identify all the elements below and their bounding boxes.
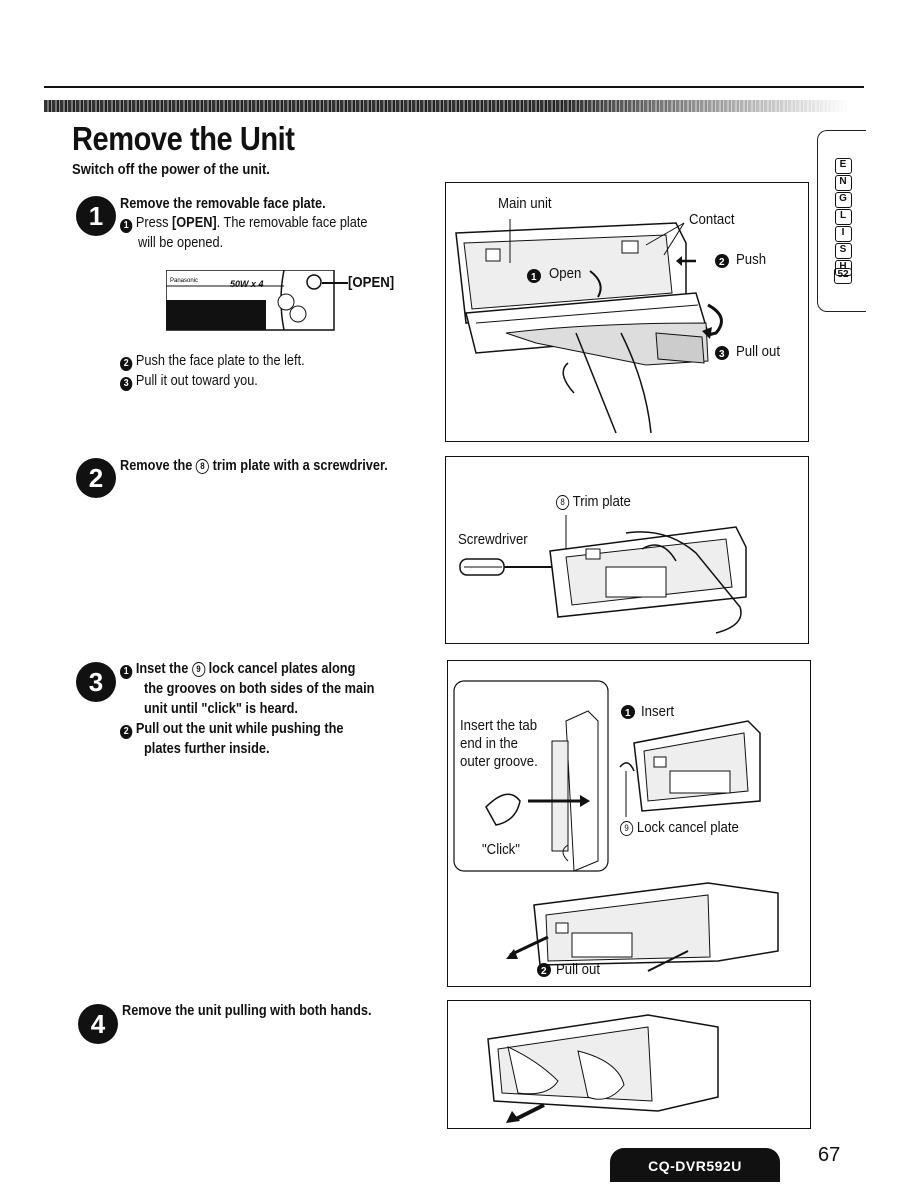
part-ref: 9 xyxy=(620,821,634,836)
tab-letter: G xyxy=(834,192,852,208)
label-open: Open xyxy=(549,265,582,282)
model-badge: CQ-DVR592U xyxy=(610,1148,780,1182)
language-tab-letters: E N G L I S H xyxy=(834,158,852,277)
step-marker: 3 xyxy=(120,377,133,391)
step-title: Remove the removable face plate. xyxy=(120,196,326,212)
label-insert: Insert xyxy=(641,703,675,720)
svg-text:2: 2 xyxy=(719,257,725,268)
label-pull-out: Pull out xyxy=(736,343,781,360)
header-band xyxy=(44,100,864,112)
label-lock-cancel-plate: 9 Lock cancel plate xyxy=(620,819,739,836)
open-button-label: [OPEN] xyxy=(348,274,395,291)
step-marker: 2 xyxy=(120,725,133,739)
svg-text:Panasonic: Panasonic xyxy=(170,278,198,284)
step-instruction-cont: plates further inside. xyxy=(144,741,270,757)
svg-text:1: 1 xyxy=(531,272,537,283)
part-ref: 9 xyxy=(191,662,206,677)
figure-remove-unit xyxy=(447,1000,811,1129)
part-ref: 8 xyxy=(195,459,210,474)
step-number: 3 xyxy=(76,662,116,702)
faceplate-thumbnail: Panasonic 50W x 4 xyxy=(165,269,336,332)
tab-letter: N xyxy=(834,175,852,191)
label-contact: Contact xyxy=(689,211,735,228)
step-number: 2 xyxy=(76,458,116,498)
step-marker: 1 xyxy=(120,219,133,233)
language-tab-number: 52 xyxy=(834,268,852,284)
step-instruction-cont: will be opened. xyxy=(138,235,224,251)
lock-cancel-illustration: 2 1 xyxy=(453,680,779,977)
figure-lock-cancel-plates: 2 1 Insert the tab end in the outer groo… xyxy=(447,660,811,987)
tab-letter: I xyxy=(834,226,852,242)
step-title: Remove the unit pulling with both hands. xyxy=(122,1003,372,1019)
label-trim-plate: 8 Trim plate xyxy=(556,493,631,510)
page-number: 67 xyxy=(818,1144,841,1166)
label-screwdriver: Screwdriver xyxy=(458,531,528,548)
label-click: "Click" xyxy=(482,841,520,858)
figure-trim-plate: 8 Trim plate Screwdriver xyxy=(445,456,809,644)
step-number: 1 xyxy=(76,196,116,236)
label-main-unit: Main unit xyxy=(498,195,552,212)
tab-letter: S xyxy=(834,243,852,259)
tab-letter: L xyxy=(834,209,852,225)
label-tab-note: outer groove. xyxy=(460,753,538,770)
faceplate-illustration: 1 2 3 xyxy=(455,219,729,434)
label-push: Push xyxy=(736,251,767,268)
open-key: [OPEN] xyxy=(172,215,217,231)
page-title: Remove the Unit xyxy=(72,120,295,157)
label-tab-note: Insert the tab xyxy=(460,717,538,734)
step-instruction-cont: unit until "click" is heard. xyxy=(144,701,298,717)
page-subtitle: Switch off the power of the unit. xyxy=(72,162,270,178)
part-ref: 8 xyxy=(556,495,570,510)
trim-plate-illustration xyxy=(459,515,747,634)
svg-text:3: 3 xyxy=(719,349,725,360)
label-tab-note: end in the xyxy=(460,735,518,752)
tab-letter: E xyxy=(834,158,852,174)
figure-remove-faceplate: 1 2 3 Main unit Contact Open Push Pull o… xyxy=(445,182,809,442)
svg-text:1: 1 xyxy=(625,708,631,719)
remove-unit-illustration xyxy=(487,1014,719,1123)
step-number: 4 xyxy=(78,1004,118,1044)
step-title: Remove the 8 trim plate with a screwdriv… xyxy=(120,458,388,474)
faceplate-power-text: 50W x 4 xyxy=(230,279,264,289)
open-leader-line xyxy=(322,282,348,284)
label-pull-out: Pull out xyxy=(556,961,601,978)
step-marker: 1 xyxy=(120,665,133,679)
language-tab xyxy=(817,130,866,312)
step-instruction-cont: the grooves on both sides of the main xyxy=(144,681,375,697)
top-rule xyxy=(44,86,864,88)
svg-text:2: 2 xyxy=(541,966,547,977)
step-marker: 2 xyxy=(120,357,133,371)
